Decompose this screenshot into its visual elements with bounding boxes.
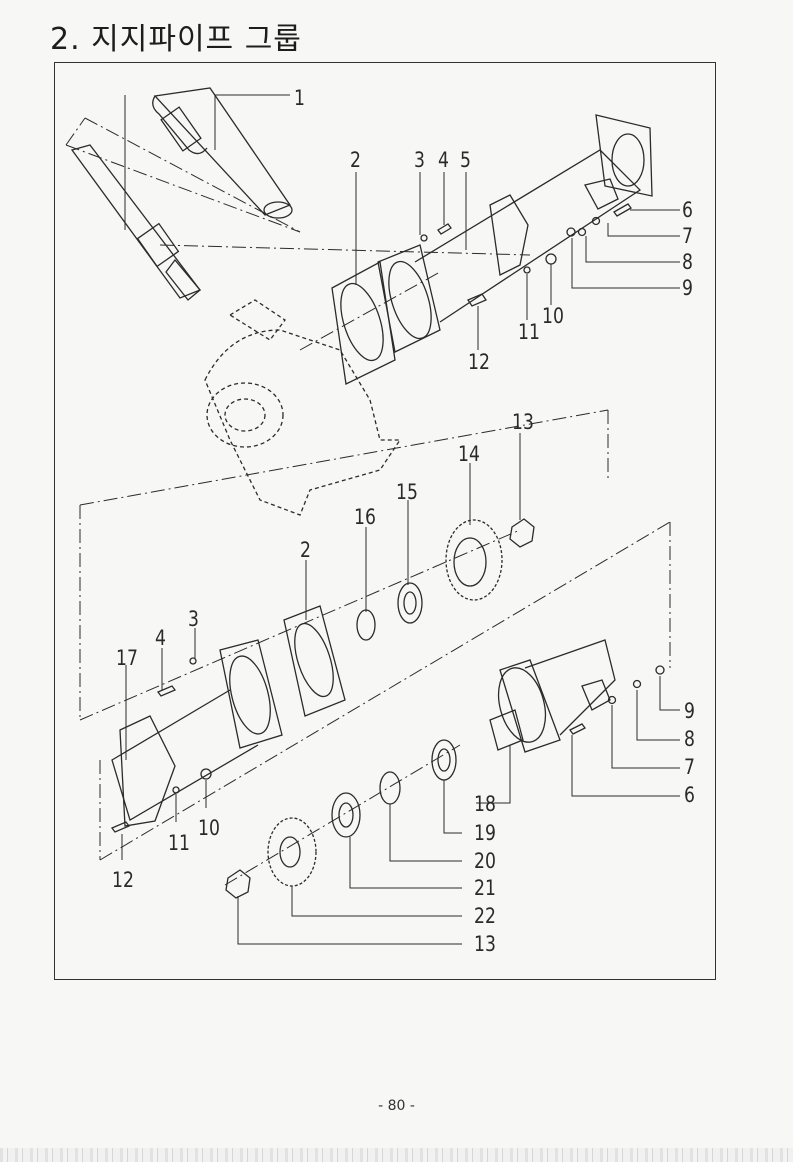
callout-15: 15	[396, 480, 418, 504]
callout-7: 7	[682, 224, 693, 248]
callout-11: 11	[518, 320, 540, 344]
part-1-joint-shaft	[70, 87, 293, 301]
center-lines	[65, 117, 671, 886]
part-22-gear-lower	[267, 817, 317, 887]
gearbox-housing	[204, 299, 402, 516]
scan-artifact-band	[0, 1148, 793, 1162]
callout-12: 12	[468, 350, 490, 374]
part-17-support-pipe-lower	[111, 639, 283, 827]
callout-3: 3	[414, 148, 425, 172]
part-18-pipe-end-lower	[489, 639, 616, 753]
page-number: - 80 -	[378, 1098, 415, 1114]
callout-6: 6	[682, 198, 693, 222]
callout-16: 16	[354, 505, 376, 529]
callout-18: 18	[474, 792, 496, 816]
small-hardware	[110, 203, 665, 833]
callout-8: 8	[682, 250, 693, 274]
callout-8b: 8	[684, 727, 695, 751]
callout-21: 21	[474, 876, 496, 900]
part-16-seal-upper	[356, 609, 376, 641]
callout-11b: 11	[168, 831, 190, 855]
callout-2: 2	[350, 148, 361, 172]
leader-lines	[121, 94, 680, 945]
part-5-support-pipe	[377, 114, 653, 353]
callout-6b: 6	[684, 783, 695, 807]
diagram-frame	[54, 62, 716, 980]
callout-20: 20	[474, 849, 496, 873]
callout-14: 14	[458, 442, 480, 466]
callout-13b: 13	[474, 932, 496, 956]
callout-12b: 12	[112, 868, 134, 892]
part-2-gasket-upper	[331, 260, 396, 385]
part-13-nut-lower	[225, 869, 251, 899]
part-15-bearing-upper	[397, 582, 423, 624]
callout-13: 13	[512, 410, 534, 434]
callout-7b: 7	[684, 755, 695, 779]
callout-10: 10	[542, 304, 564, 328]
part-21-bearing-lower	[331, 792, 361, 838]
callout-4b: 4	[155, 626, 166, 650]
callout-2b: 2	[300, 538, 311, 562]
callout-3b: 3	[188, 607, 199, 631]
callout-9: 9	[682, 276, 693, 300]
callout-22: 22	[474, 904, 496, 928]
callout-17: 17	[116, 646, 138, 670]
callout-4: 4	[438, 148, 449, 172]
callout-5: 5	[460, 148, 471, 172]
part-13-nut-upper	[509, 518, 535, 548]
callout-19: 19	[474, 821, 496, 845]
callout-1: 1	[294, 86, 305, 110]
part-2-gasket-lower	[283, 605, 346, 717]
page-title: 2. 지지파이프 그룹	[50, 22, 302, 57]
part-20-spacer-lower	[379, 771, 401, 805]
part-14-gear-upper	[445, 519, 503, 601]
callout-10b: 10	[198, 816, 220, 840]
callout-9b: 9	[684, 699, 695, 723]
